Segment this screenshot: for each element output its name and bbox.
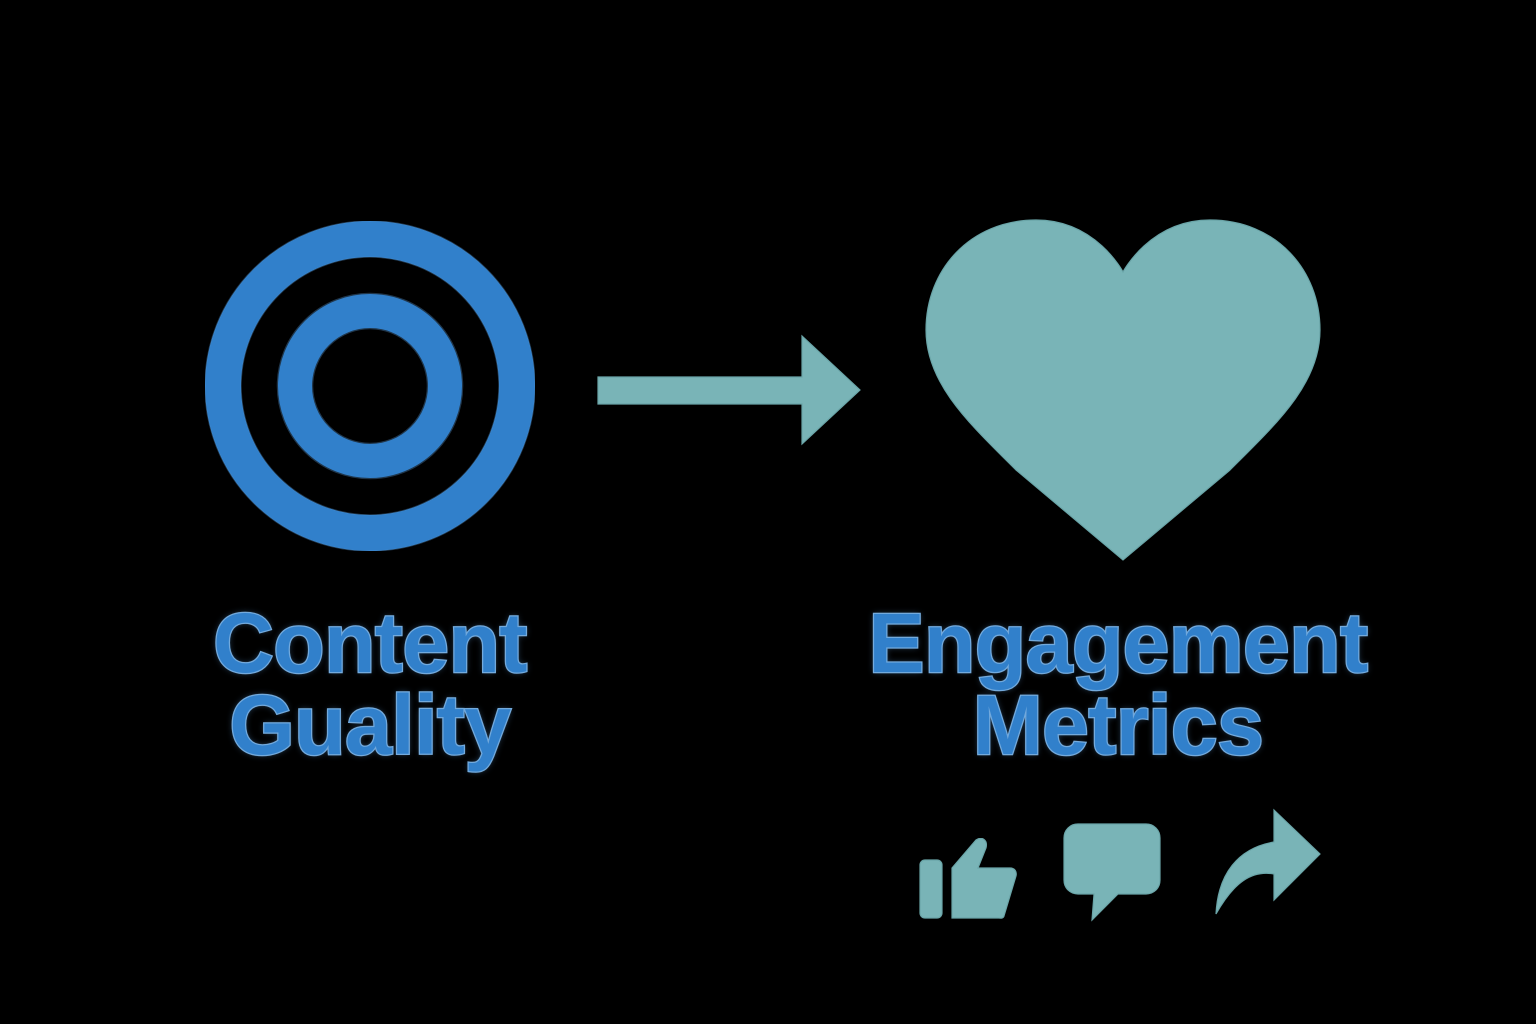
share-arrow-icon xyxy=(1208,804,1324,922)
heart-icon xyxy=(918,212,1328,566)
speech-bubble-icon xyxy=(1060,818,1164,924)
node-label-engagement-metrics: Engagement Metrics xyxy=(867,596,1369,773)
engagement-icon-row xyxy=(908,796,1328,924)
node-label-content-quality: Content Guality xyxy=(212,596,529,773)
target-icon xyxy=(205,221,535,551)
thumbs-up-icon xyxy=(914,838,1018,924)
right-arrow-icon xyxy=(592,328,868,452)
